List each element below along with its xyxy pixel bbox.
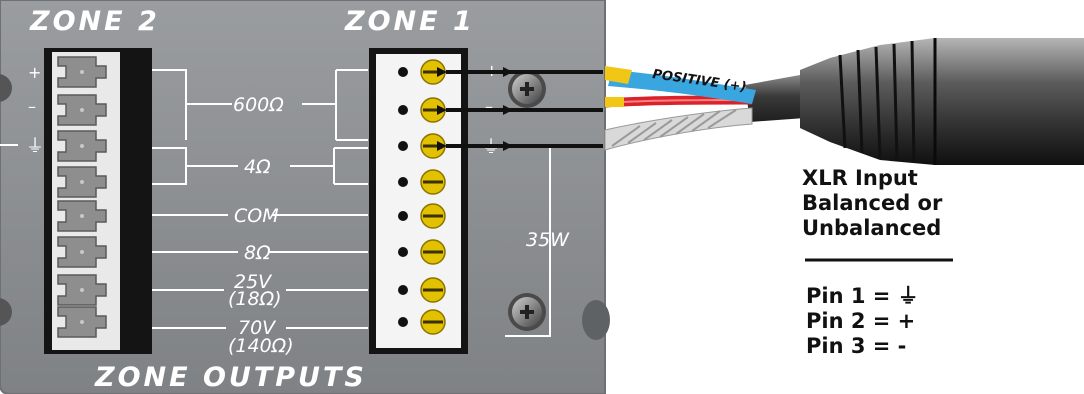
tap-4-ohm-label: 4Ω (244, 156, 271, 178)
edge-knob-icon (582, 300, 610, 340)
xlr-pin3: Pin 3 = - (806, 334, 906, 358)
xlr-title-line2: Balanced or (802, 191, 943, 215)
zone1-title: ZONE 1 (344, 6, 475, 37)
power-35w-label: 35W (526, 229, 570, 251)
tap-8-ohm-label: 8Ω (244, 242, 271, 264)
panel-screw-icon (508, 70, 546, 108)
zone2-terminal-dot (80, 288, 84, 292)
zone2-terminal-dot (80, 108, 84, 112)
tap-com-label: COM (234, 205, 279, 227)
zone1-minus-mark: – (485, 97, 493, 116)
zone2-plus-mark: + (28, 63, 41, 82)
zone2-terminal-dot (80, 250, 84, 254)
terminal-hole-icon (398, 177, 408, 187)
terminal-hole-icon (398, 105, 408, 115)
zone2-terminal-dot (80, 214, 84, 218)
zone2-terminal-dot (80, 144, 84, 148)
tap-25v-label: 25V (234, 271, 273, 293)
terminal-hole-icon (398, 317, 408, 327)
xlr-pin2: Pin 2 = + (806, 309, 915, 333)
zone2-minus-mark: – (28, 97, 36, 116)
xlr-pin1: Pin 1 = ⏚ (806, 284, 919, 308)
terminal-hole-icon (398, 211, 408, 221)
tap-connector-lines (152, 69, 551, 337)
tap-70v-label: 70V (238, 317, 277, 339)
terminal-hole-icon (398, 67, 408, 77)
terminal-hole-icon (398, 285, 408, 295)
zone1-terminal-block (369, 48, 468, 354)
zone-outputs-title: ZONE OUTPUTS (94, 362, 367, 393)
xlr-cable: POSITIVE (+) (604, 38, 1084, 165)
tap-600-ohm-label: 600Ω (233, 94, 284, 116)
zone2-ground-mark: ⏚ (26, 136, 44, 157)
edge-screw-icon (0, 298, 12, 326)
terminal-hole-icon (398, 141, 408, 151)
xlr-title-line1: XLR Input (802, 166, 918, 190)
edge-screw-icon (0, 74, 12, 102)
zone2-title: ZONE 2 (29, 6, 160, 37)
zone2-terminal-block (44, 48, 152, 354)
xlr-title-line3: Unbalanced (802, 216, 941, 240)
tap-70v-sub-label: (140Ω) (228, 335, 294, 357)
wiring-arrows (437, 67, 603, 151)
tap-25v-sub-label: (18Ω) (228, 288, 282, 310)
zone2-terminal-dot (80, 70, 84, 74)
zone2-terminal-dot (80, 180, 84, 184)
zone2-terminal-dot (80, 320, 84, 324)
terminal-hole-icon (398, 247, 408, 257)
panel-screw-icon (508, 293, 546, 331)
